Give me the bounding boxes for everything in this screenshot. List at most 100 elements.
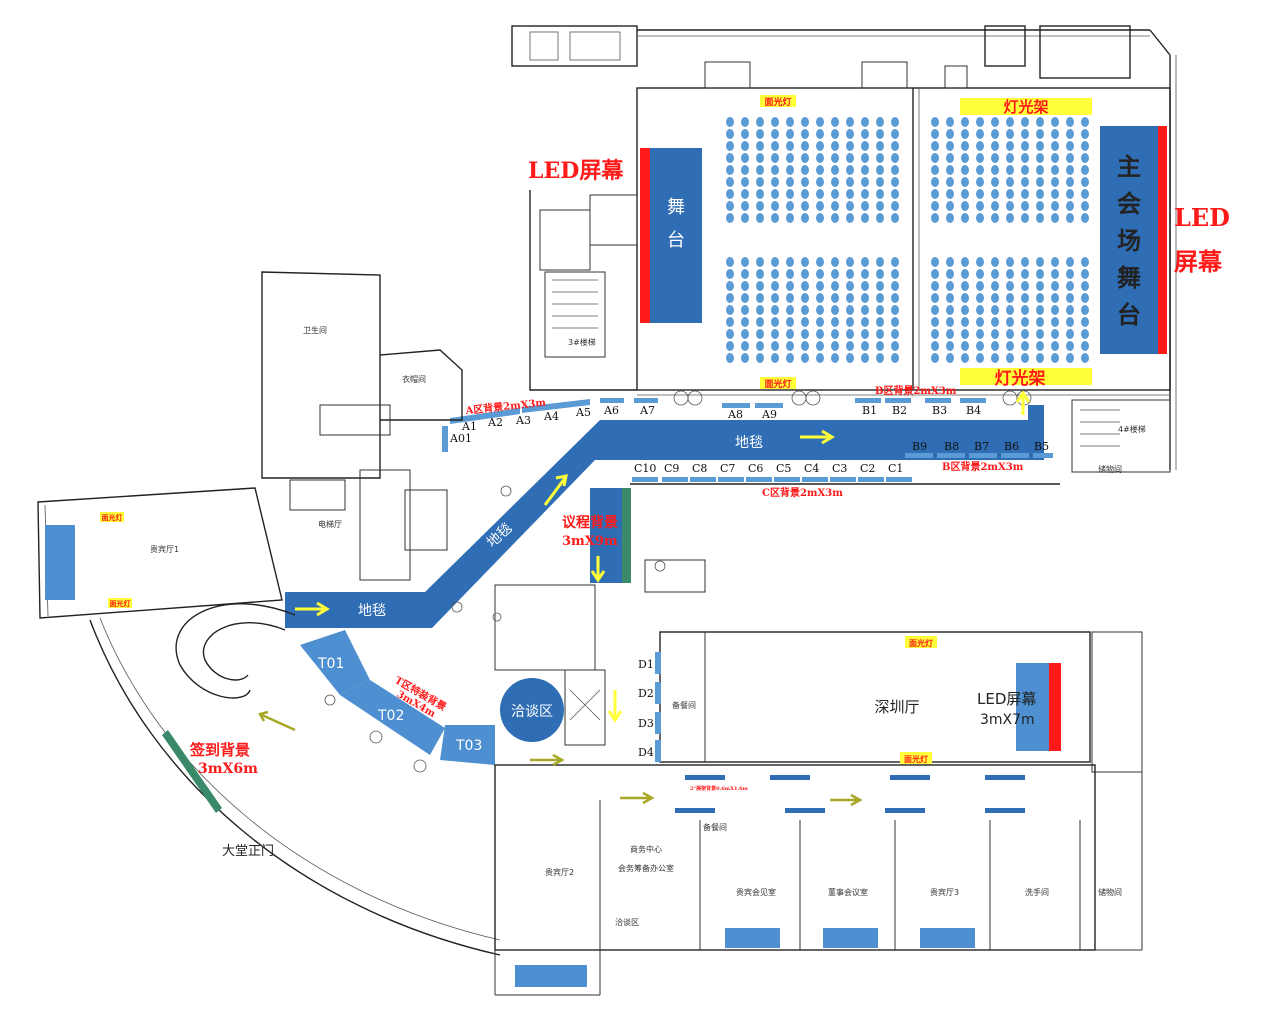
seat [741, 341, 749, 351]
seat [726, 165, 734, 175]
seat [1066, 141, 1074, 151]
cloak-label: 衣帽间 [402, 374, 426, 384]
lobby-curve-outer [89, 619, 501, 956]
seat [961, 201, 969, 211]
seat [801, 281, 809, 291]
seat [786, 165, 794, 175]
seat [1006, 117, 1014, 127]
seat [816, 141, 824, 151]
seat [741, 165, 749, 175]
booth-b9: B9 [912, 440, 927, 453]
booth-b2: B2 [892, 404, 907, 417]
seat [976, 189, 984, 199]
seat [991, 317, 999, 327]
main-led-label-2: 屏幕 [1174, 247, 1223, 276]
seat [991, 353, 999, 363]
seat [786, 317, 794, 327]
seat [756, 293, 764, 303]
seat [891, 293, 899, 303]
left-led-label: LED屏幕 [528, 158, 624, 184]
seat [1066, 341, 1074, 351]
seat [1081, 317, 1089, 327]
seat [891, 317, 899, 327]
seat [891, 117, 899, 127]
carpet-label-top: 地毯 [735, 435, 763, 451]
seat [891, 281, 899, 291]
seat [891, 165, 899, 175]
seat [801, 129, 809, 139]
light-rack-bottom-label: 灯光架 [995, 368, 1046, 389]
seat [786, 153, 794, 163]
seat [961, 141, 969, 151]
seat [931, 281, 939, 291]
seat [771, 329, 779, 339]
seat [961, 129, 969, 139]
seat [876, 305, 884, 315]
seat [1021, 293, 1029, 303]
seat [961, 177, 969, 187]
seat [1066, 353, 1074, 363]
seat [946, 269, 954, 279]
seat [831, 141, 839, 151]
seat [741, 353, 749, 363]
seat [786, 201, 794, 211]
seat [861, 257, 869, 267]
seat [726, 269, 734, 279]
seat [1021, 329, 1029, 339]
seat [1021, 117, 1029, 127]
a-booths [442, 398, 783, 452]
seat [1036, 141, 1044, 151]
seat [771, 353, 779, 363]
svg-text:台: 台 [1117, 301, 1141, 329]
seat [1006, 293, 1014, 303]
seat [861, 141, 869, 151]
seat [846, 129, 854, 139]
seat [961, 269, 969, 279]
seat [861, 341, 869, 351]
negotiate-room-label: 洽谈区 [615, 917, 639, 927]
seat [1036, 281, 1044, 291]
main-stage-label: 主 会 场 舞 台 [1117, 153, 1141, 329]
booth-a4: A4 [543, 410, 559, 423]
seat [1066, 305, 1074, 315]
led-sz-label: LED屏幕 [977, 690, 1036, 708]
seat [1066, 269, 1074, 279]
seat [786, 257, 794, 267]
seat [1036, 201, 1044, 211]
seat [1081, 293, 1089, 303]
light-rack-bottom [960, 368, 1092, 385]
seat [741, 281, 749, 291]
seat [1051, 281, 1059, 291]
seat [816, 341, 824, 351]
seat [771, 305, 779, 315]
seat [861, 189, 869, 199]
seat [1006, 317, 1014, 327]
seat [846, 141, 854, 151]
seat [976, 165, 984, 175]
seat [726, 153, 734, 163]
booth-d4: D4 [638, 746, 654, 759]
seat [991, 269, 999, 279]
seat [816, 129, 824, 139]
seat [741, 117, 749, 127]
seat [816, 305, 824, 315]
seat [831, 305, 839, 315]
seat [931, 165, 939, 175]
seat [1051, 293, 1059, 303]
seat [861, 117, 869, 127]
seat [931, 341, 939, 351]
seat [1081, 353, 1089, 363]
agenda-arrow [590, 556, 606, 583]
seat [831, 293, 839, 303]
left-stage [650, 148, 702, 323]
seat [801, 189, 809, 199]
seat [976, 329, 984, 339]
seat [831, 153, 839, 163]
t-booths [300, 630, 495, 765]
seat [801, 329, 809, 339]
seat [976, 153, 984, 163]
seat [1066, 281, 1074, 291]
